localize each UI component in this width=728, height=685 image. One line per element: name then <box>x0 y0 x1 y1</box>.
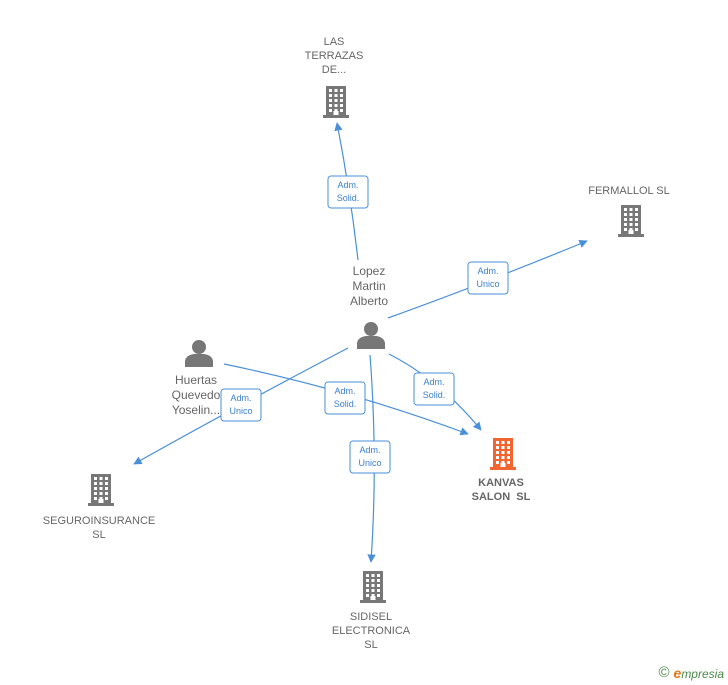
copyright-icon: © <box>658 664 670 681</box>
person-icon <box>185 340 213 367</box>
building-icon <box>618 205 644 237</box>
relationship-label-line: Adm. <box>230 393 251 403</box>
relationship-label-line: Unico <box>229 406 252 416</box>
empresia-logo[interactable]: © empresia <box>658 664 724 681</box>
person-icon <box>357 322 385 349</box>
relationship-label-line: Adm. <box>337 180 358 190</box>
node-huertas-quevedo[interactable]: HuertasQuevedoYoselin... <box>172 340 221 417</box>
node-label-line: Huertas <box>175 373 217 387</box>
node-label-line: SALON SL <box>472 491 531 503</box>
relationship-label-line: Solid. <box>423 390 446 400</box>
building-icon <box>323 86 349 118</box>
building-icon <box>88 474 114 506</box>
node-label-line: FERMALLOL SL <box>588 185 670 197</box>
relationship-label-lopez-martin-alberto-to-sidisel-electronica[interactable]: Adm. Unico <box>349 440 391 474</box>
brand-e-letter: e <box>673 664 682 681</box>
node-label-line: Lopez <box>353 264 386 278</box>
relationship-label-lopez-martin-alberto-to-kanvas-salon[interactable]: Adm. Solid. <box>413 372 455 406</box>
node-label-line: ELECTRONICA <box>332 625 411 637</box>
relationship-label-huertas-quevedo-to-kanvas-salon[interactable]: Adm. Solid. <box>324 381 366 415</box>
relationship-label-lopez-martin-alberto-to-las-terrazas[interactable]: Adm. Solid. <box>327 175 369 209</box>
node-label-line: SL <box>364 639 377 651</box>
brand-name: mpresia <box>681 666 724 681</box>
node-fermallol[interactable]: FERMALLOL SL <box>588 185 670 237</box>
node-label-line: LAS <box>324 36 345 48</box>
relationship-label-line: Adm. <box>334 386 355 396</box>
node-kanvas-salon[interactable]: KANVAS SALON SL <box>472 438 531 503</box>
relationship-label-line: Adm. <box>423 377 444 387</box>
relationship-label-line: Adm. <box>477 266 498 276</box>
relationship-label-line: Solid. <box>337 193 360 203</box>
node-label-line: Alberto <box>350 294 388 308</box>
node-seguroinsurance[interactable]: SEGUROINSURANCE SL <box>43 474 155 541</box>
node-label-line: SL <box>92 529 105 541</box>
relationship-label-line: Unico <box>358 458 381 468</box>
node-label-line: SIDISEL <box>350 611 392 623</box>
node-label-line: Quevedo <box>172 388 221 402</box>
relationship-label-lopez-martin-alberto-to-fermallol[interactable]: Adm. Unico <box>467 261 509 295</box>
building-icon <box>360 571 386 603</box>
relationship-label-line: Unico <box>476 279 499 289</box>
relationship-label-line: Solid. <box>334 399 357 409</box>
relationship-label-lopez-martin-alberto-to-seguroinsurance[interactable]: Adm. Unico <box>220 388 262 422</box>
node-label-line: Martin <box>352 279 385 293</box>
node-las-terrazas[interactable]: LAS TERRAZAS DE... <box>305 36 364 118</box>
relationship-label-line: Adm. <box>359 445 380 455</box>
node-label-line: SEGUROINSURANCE <box>43 515 155 527</box>
node-label-line: KANVAS <box>478 477 524 489</box>
node-label-line: Yoselin... <box>172 403 220 417</box>
node-label-line: DE... <box>322 64 346 76</box>
building-icon <box>490 438 516 470</box>
node-label-line: TERRAZAS <box>305 50 364 62</box>
node-sidisel-electronica[interactable]: SIDISEL ELECTRONICA SL <box>332 571 411 651</box>
